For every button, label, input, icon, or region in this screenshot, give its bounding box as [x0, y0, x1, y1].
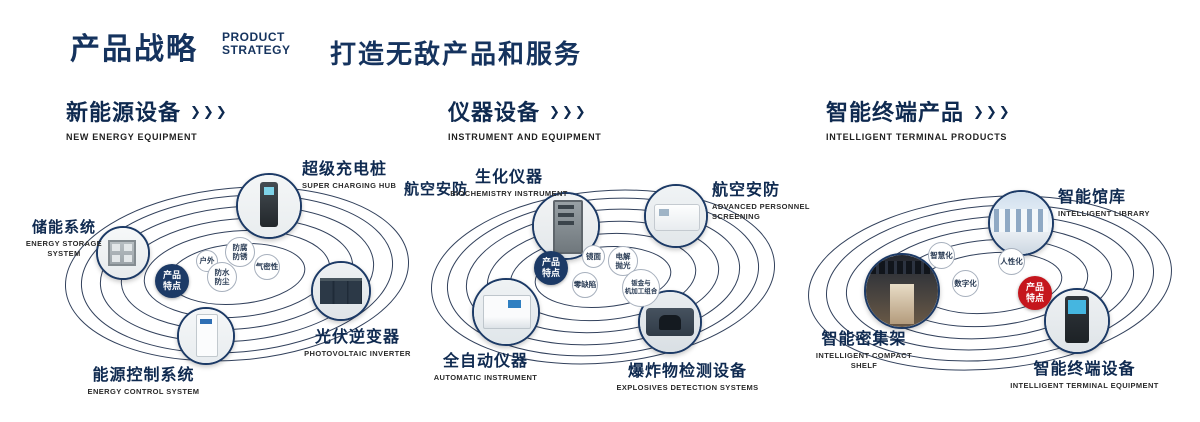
product-label-intelligent-terminal-equipment: 智能终端设备 INTELLIGENT TERMINAL EQUIPMENT [1002, 355, 1167, 391]
product-name: 智能终端设备 [1033, 361, 1136, 378]
feature-bubble: 零缺陷 [572, 272, 598, 298]
product-circle-intelligent-terminal-equipment [1044, 288, 1110, 354]
product-name-en: ENERGY CONTROL SYSTEM [87, 387, 200, 396]
product-circle-super-charging-hub [236, 173, 302, 239]
product-name: 智能馆库 [1058, 189, 1127, 206]
chevrons-icon: ❯❯❯ [973, 104, 1012, 119]
product-circle-intelligent-compact-shelf [864, 253, 940, 329]
feature-bubble: 人性化 [998, 248, 1025, 275]
product-name-en: SUPER CHARGING HUB [302, 181, 397, 190]
product-label-automatic-instrument: 全自动仪器 AUTOMATIC INSTRUMENT [428, 347, 543, 383]
product-name: 全自动仪器 [442, 353, 528, 370]
product-features-badge: 产品 特点 [155, 264, 189, 298]
product-name-en: INTELLIGENT LIBRARY [1058, 209, 1150, 218]
product-label-personnel-screening: 航空安防 ADVANCED PERSONNEL SCREENING [712, 176, 852, 222]
feature-bubble: 防腐 防锈 [225, 237, 255, 267]
product-name-en: EXPLOSIVES DETECTION SYSTEMS [616, 383, 759, 392]
section-subtitle: INTELLIGENT TERMINAL PRODUCTS [826, 132, 1008, 142]
product-name: 储能系统 [31, 219, 96, 236]
product-features-badge: 产品 特点 [534, 251, 568, 285]
personnel-screening-photo [646, 186, 706, 246]
chevrons-icon: ❯❯❯ [549, 104, 588, 119]
section-subtitle: INSTRUMENT AND EQUIPMENT [448, 132, 602, 142]
feature-bubble: 气密性 [254, 254, 280, 280]
section-subtitle: NEW ENERGY EQUIPMENT [66, 132, 198, 142]
product-label-energy-control-system: 能源控制系统 ENERGY CONTROL SYSTEM [76, 361, 211, 397]
feature-bubble: 镜面 [582, 245, 605, 268]
product-name: 能源控制系统 [92, 367, 195, 384]
energy-storage-photo [98, 228, 148, 278]
photovoltaic-inverter-photo [313, 263, 369, 319]
product-label-photovoltaic-inverter: 光伏逆变器 PHOTOVOLTAIC INVERTER [300, 323, 415, 359]
feature-bubble: 数字化 [952, 270, 979, 297]
product-label-super-charging-hub: 超级充电桩 SUPER CHARGING HUB [302, 155, 432, 191]
aviation-security-label: 航空安防 [404, 181, 469, 198]
energy-control-system-photo [179, 309, 233, 363]
product-name: 超级充电桩 [302, 161, 388, 178]
product-name: 生化仪器 [474, 169, 543, 186]
section-title: 智能终端产品 [826, 100, 965, 125]
automatic-instrument-photo [474, 280, 538, 344]
product-features-badge: 产品 特点 [1018, 276, 1052, 310]
section-title: 仪器设备 [448, 100, 541, 125]
feature-bubble: 智慧化 [928, 242, 955, 269]
product-name-en: PHOTOVOLTAIC INVERTER [304, 349, 411, 358]
page-title: 产品战略 [70, 33, 198, 66]
product-name-en: INTELLIGENT TERMINAL EQUIPMENT [1010, 381, 1159, 390]
product-name: 智能密集架 [821, 331, 907, 348]
product-name-en: ADVANCED PERSONNEL SCREENING [712, 202, 810, 221]
product-name-en: BIOCHEMISTRY INSTRUMENT [450, 189, 568, 198]
product-label-intelligent-compact-shelf: 智能密集架 INTELLIGENT COMPACT SHELF [800, 325, 928, 371]
section-header-intelligent-terminal: 智能终端产品 ❯❯❯ INTELLIGENT TERMINAL PRODUCTS [826, 95, 1012, 142]
page-subtitle: 打造无敌产品和服务 [330, 39, 583, 69]
product-name-en: INTELLIGENT COMPACT SHELF [815, 351, 913, 370]
intelligent-compact-shelf-photo [866, 255, 938, 327]
product-name: 光伏逆变器 [314, 329, 400, 346]
product-name-en: ENERGY STORAGE SYSTEM [25, 239, 103, 258]
section-title: 新能源设备 [66, 100, 182, 125]
product-label-intelligent-library: 智能馆库 INTELLIGENT LIBRARY [1058, 183, 1198, 219]
feature-bubble: 钣金与 机加工组合 [622, 269, 660, 307]
product-circle-photovoltaic-inverter [311, 261, 371, 321]
product-name: 航空安防 [712, 182, 781, 199]
section-header-new-energy: 新能源设备 ❯❯❯ NEW ENERGY EQUIPMENT [66, 95, 229, 142]
product-circle-energy-storage [96, 226, 150, 280]
feature-bubble: 防水 防尘 [207, 262, 237, 292]
product-label-explosives-detection: 爆炸物检测设备 EXPLOSIVES DETECTION SYSTEMS [600, 357, 775, 393]
super-charging-hub-photo [238, 175, 300, 237]
intelligent-terminal-equipment-photo [1046, 290, 1108, 352]
product-label-biochemistry-instrument: 生化仪器 BIOCHEMISTRY INSTRUMENT [450, 163, 568, 199]
product-circle-personnel-screening [644, 184, 708, 248]
intelligent-library-photo [990, 192, 1052, 254]
page-title-en: PRODUCT STRATEGY [222, 30, 291, 57]
chevrons-icon: ❯❯❯ [190, 104, 229, 119]
product-circle-intelligent-library [988, 190, 1054, 256]
product-circle-automatic-instrument [472, 278, 540, 346]
product-name-en: AUTOMATIC INSTRUMENT [433, 373, 538, 382]
section-header-instrument: 仪器设备 ❯❯❯ INSTRUMENT AND EQUIPMENT [448, 95, 601, 142]
product-name: 爆炸物检测设备 [627, 363, 747, 380]
product-label-energy-storage: 储能系统 ENERGY STORAGE SYSTEM [18, 216, 110, 259]
product-circle-energy-control-system [177, 307, 235, 365]
biochemistry-instrument-photo [534, 194, 598, 258]
